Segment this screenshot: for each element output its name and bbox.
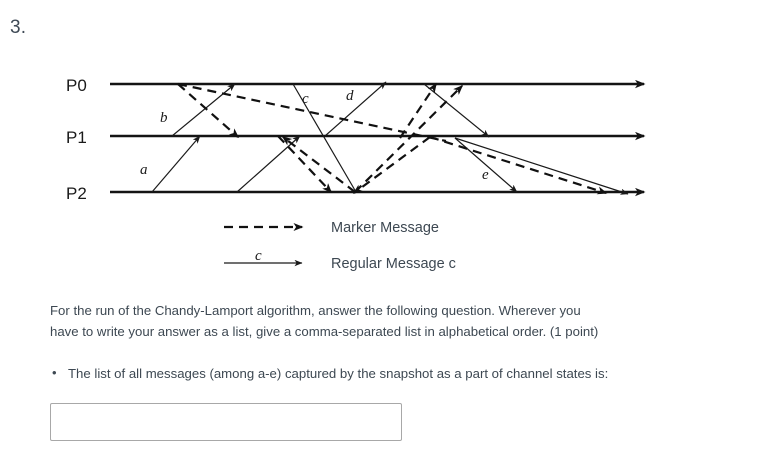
message-label-d: d (346, 88, 354, 104)
chandy-lamport-diagram: P0 P1 P2 a b c d e Marker Mes (0, 55, 772, 280)
process-label-p0: P0 (66, 76, 87, 95)
marker-message-p1-p0 (399, 82, 437, 139)
regular-message-p1-p2-long (454, 137, 629, 195)
legend-regular-line-label: c (255, 248, 262, 264)
instructions-line-1: For the run of the Chandy-Lamport algori… (50, 303, 581, 318)
legend-marker-label: Marker Message (331, 220, 439, 236)
diagram-canvas: P0 P1 P2 a b c d e Marker Mes (66, 76, 646, 272)
marker-message-p0-right (177, 82, 447, 143)
marker-message-p1-p2-back (352, 136, 431, 194)
legend-regular-label: Regular Message c (331, 256, 456, 272)
message-label-c: c (302, 91, 309, 107)
regular-message-e (454, 137, 518, 193)
regular-message-a (151, 135, 201, 193)
answer-input[interactable] (50, 403, 402, 441)
process-label-p1: P1 (66, 128, 87, 147)
regular-message-p2-p1 (236, 135, 301, 193)
marker-message-p1-p2-long (429, 135, 608, 195)
instructions-block: For the run of the Chandy-Lamport algori… (50, 300, 710, 342)
question-bullet-list: The list of all messages (among a-e) cap… (50, 363, 730, 384)
question-number: 3. (10, 17, 27, 38)
marker-message-p2-p1 (281, 136, 356, 193)
regular-message-c (292, 83, 357, 193)
marker-message-p0-p1-short (177, 83, 240, 138)
message-label-b: b (160, 110, 168, 126)
list-item: The list of all messages (among a-e) cap… (50, 363, 730, 384)
marker-message-p1-p2 (277, 135, 333, 194)
legend: Marker Message c Regular Message c (224, 220, 456, 272)
regular-message-b (171, 83, 236, 137)
regular-message-d (324, 81, 387, 137)
process-label-p2: P2 (66, 184, 87, 203)
instructions-line-2: have to write your answer as a list, giv… (50, 324, 599, 339)
marker-message-p2-p0 (354, 84, 464, 193)
message-label-a: a (140, 162, 148, 178)
message-label-e: e (482, 167, 489, 183)
